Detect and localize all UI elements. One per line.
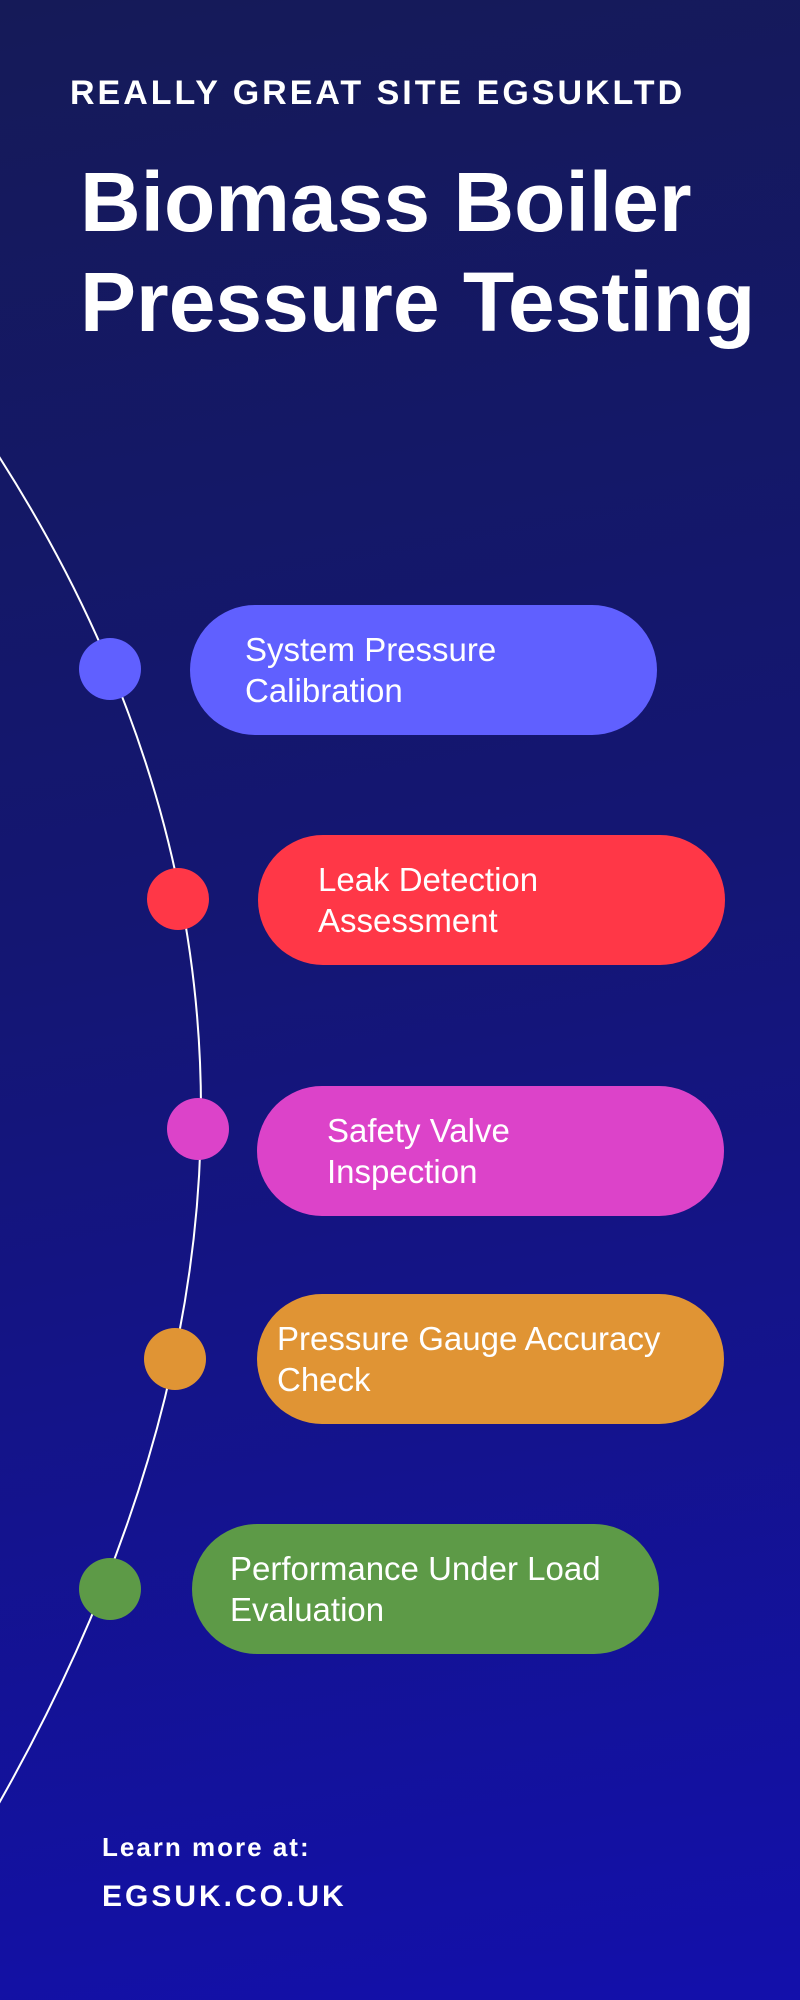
website-link[interactable]: EGSUK.CO.UK (102, 1880, 347, 1913)
site-name: REALLY GREAT SITE EGSUKLTD (70, 74, 686, 112)
timeline-dot-3 (167, 1098, 229, 1160)
step-label: Safety Valve Inspection (327, 1112, 510, 1190)
step-leak-detection-assessment: Leak Detection Assessment (258, 835, 725, 965)
step-safety-valve-inspection: Safety Valve Inspection (257, 1086, 724, 1216)
step-label: System Pressure Calibration (245, 631, 497, 709)
timeline-dot-1 (79, 638, 141, 700)
step-pressure-gauge-accuracy-check: Pressure Gauge Accuracy Check (257, 1294, 724, 1424)
page-title: Biomass Boiler Pressure Testing (80, 152, 780, 352)
timeline-dot-2 (147, 868, 209, 930)
step-performance-under-load-evaluation: Performance Under Load Evaluation (192, 1524, 659, 1654)
learn-more-label: Learn more at: (102, 1832, 311, 1862)
page-title-line-1: Biomass Boiler (80, 155, 692, 249)
page-title-line-2: Pressure Testing (80, 255, 756, 349)
timeline-dot-5 (79, 1558, 141, 1620)
step-label: Leak Detection Assessment (318, 861, 539, 939)
step-label: Pressure Gauge Accuracy Check (277, 1320, 661, 1398)
step-system-pressure-calibration: System Pressure Calibration (190, 605, 657, 735)
timeline-dot-4 (144, 1328, 206, 1390)
step-label: Performance Under Load Evaluation (230, 1550, 601, 1628)
